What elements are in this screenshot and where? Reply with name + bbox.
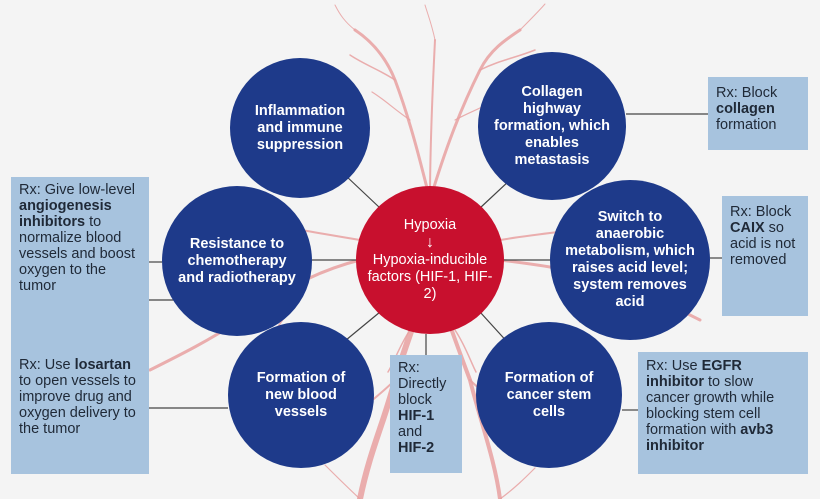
effect-stemcells-circle: Formation of cancer stem cells xyxy=(476,322,622,468)
down-arrow-icon: ↓ xyxy=(426,234,434,251)
rx-caix-box: Rx: Block CAIX so acid is not removed xyxy=(722,196,808,316)
vessel-branch xyxy=(334,4,356,31)
rx-hif-bold-2: HIF-2 xyxy=(398,440,435,456)
hif-label: Hypoxia-inducible factors (HIF-1, HIF-2) xyxy=(367,252,493,302)
rx-angiogenesis-post: to normalize blood vessels and boost oxy… xyxy=(19,214,136,294)
rx-collagen-post: formation xyxy=(716,117,777,133)
rx-losartan-box: Rx: Use losartan to open vessels to impr… xyxy=(11,349,149,474)
effect-vessels-circle: Formation of new blood vessels xyxy=(228,322,374,468)
effect-resistance-circle: Resistance to chemotherapy and radiother… xyxy=(162,186,312,336)
vessel-branch xyxy=(519,3,546,31)
effect-inflammation-label: Inflammation and immune suppression xyxy=(254,102,346,153)
rx-hif-bold-1: HIF-1 xyxy=(398,408,435,424)
rx-collagen-bold: collagen xyxy=(716,101,775,117)
vessel-branch xyxy=(479,49,536,71)
vessel-branch xyxy=(349,54,396,81)
vessel-branch xyxy=(387,329,411,373)
rx-collagen-pre: Rx: Block xyxy=(716,85,778,101)
rx-angiogenesis-bold: angiogenesis inhibitors xyxy=(19,198,112,230)
connector-line xyxy=(344,174,381,209)
effect-stemcells-label: Formation of cancer stem cells xyxy=(504,369,594,420)
rx-losartan-bold: losartan xyxy=(74,357,132,373)
effect-inflammation-circle: Inflammation and immune suppression xyxy=(230,58,370,198)
rx-losartan-pre: Rx: Use xyxy=(19,357,75,373)
vessel-branch xyxy=(353,28,432,202)
hypoxia-label: Hypoxia xyxy=(403,217,457,233)
vessel-branch xyxy=(428,28,522,202)
rx-caix-pre: Rx: Block xyxy=(730,204,792,220)
effect-vessels-label: Formation of new blood vessels xyxy=(256,369,346,420)
rx-caix-bold: CAIX xyxy=(730,220,765,236)
rx-caix-post: so acid is not removed xyxy=(730,220,796,268)
rx-hif-pre: Rx: Directly block xyxy=(398,360,447,408)
connector-line xyxy=(479,179,511,209)
vessel-branch xyxy=(424,4,436,41)
rx-egfr-bold-1: EGFR inhibitor xyxy=(646,358,742,390)
vessel-branch xyxy=(499,467,536,499)
hypoxia-center-circle: Hypoxia ↓ Hypoxia-inducible factors (HIF… xyxy=(356,186,504,334)
rx-egfr-pre: Rx: Use xyxy=(646,358,702,374)
rx-egfr-box: Rx: Use EGFR inhibitor to slow cancer gr… xyxy=(638,352,808,474)
vessel-branch xyxy=(371,91,411,121)
connector-lines xyxy=(149,113,722,411)
rx-angiogenesis-pre: Rx: Give low-level xyxy=(19,182,136,198)
rx-hif-mid: and xyxy=(398,424,423,440)
vessel-branch xyxy=(324,464,361,499)
rx-egfr-bold-2: avb3 inhibitor xyxy=(646,422,774,454)
vessel-branch xyxy=(454,329,477,373)
rx-losartan-post: to open vessels to improve drug and oxyg… xyxy=(19,373,136,437)
rx-hif-box: Rx: Directly block HIF-1 and HIF-2 xyxy=(390,355,462,473)
effect-anaerobic-circle: Switch to anaerobic metabolism, which ra… xyxy=(550,180,710,340)
rx-collagen-box: Rx: Block collagen formation xyxy=(708,77,808,150)
effect-resistance-label: Resistance to chemotherapy and radiother… xyxy=(178,235,296,286)
effect-collagen-circle: Collagen highway formation, which enable… xyxy=(478,52,626,200)
vessel-branch xyxy=(429,39,436,201)
rx-egfr-mid: to slow cancer growth while blocking ste… xyxy=(646,374,775,438)
effect-collagen-label: Collagen highway formation, which enable… xyxy=(494,83,610,168)
rx-angiogenesis-box: Rx: Give low-level angiogenesis inhibito… xyxy=(11,177,149,349)
effect-anaerobic-label: Switch to anaerobic metabolism, which ra… xyxy=(565,209,695,310)
